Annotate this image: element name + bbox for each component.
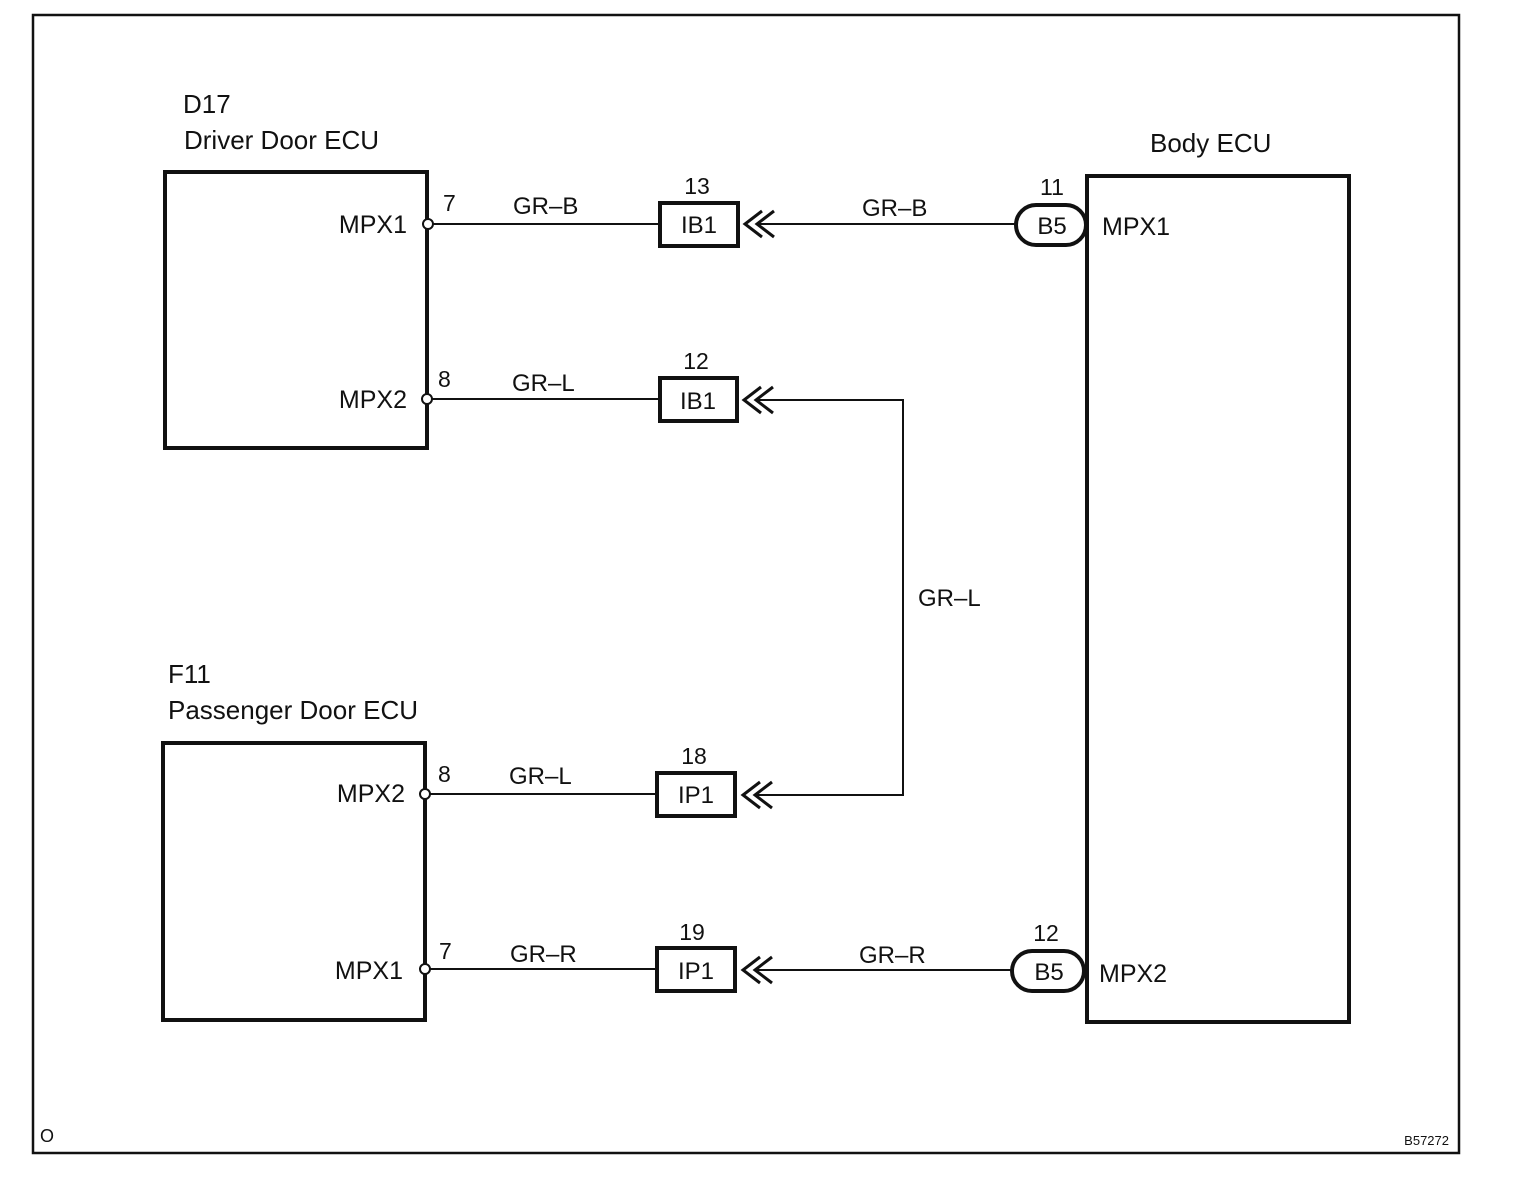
connector-b5-top-label: B5 <box>1037 213 1066 240</box>
connector-b5-bottom-pin: 12 <box>1033 920 1059 946</box>
junction-ib1-pin: 13 <box>684 173 710 199</box>
wire-4-pin-number: 7 <box>439 938 452 964</box>
wire-1-color-right: GR–B <box>862 195 927 222</box>
connector-b5-top-pin: 11 <box>1040 174 1064 200</box>
junction-ib1-box <box>658 201 740 248</box>
body-pin-name-top: MPX1 <box>1102 213 1170 241</box>
junction-ib1-label: IB1 <box>680 388 716 415</box>
body-ecu-box <box>1085 174 1351 1024</box>
driver-pin-name-top: MPX1 <box>339 211 407 239</box>
body-pin-name-bottom: MPX2 <box>1099 960 1167 988</box>
driver-ecu-code: D17 <box>183 89 231 119</box>
passenger-ecu-name: Passenger Door ECU <box>168 695 418 725</box>
driver-ecu-name: Driver Door ECU <box>184 125 379 155</box>
figure-code: B57272 <box>1404 1133 1449 1148</box>
pin-terminal-icon <box>419 788 431 800</box>
wire-2-pin-number: 8 <box>438 366 451 392</box>
driver-pin-name-bottom: MPX2 <box>339 386 407 414</box>
pin-terminal-icon <box>422 218 434 230</box>
junction-ip1-box <box>655 946 737 993</box>
wire-3: 8 GR–L IP1 18 <box>419 743 773 818</box>
wire-4-color-left: GR–R <box>510 941 577 968</box>
junction-ib1-pin: 12 <box>683 348 709 374</box>
passenger-pin-name-top: MPX2 <box>337 780 405 808</box>
junction-ip1-label: IP1 <box>678 958 714 985</box>
junction-ib1-label: IB1 <box>681 212 717 239</box>
passenger-ecu-box <box>161 741 427 1022</box>
junction-ip1-pin: 18 <box>681 743 707 769</box>
junction-ip1-box <box>655 771 737 818</box>
connector-arrow-icon <box>740 780 773 810</box>
junction-ip1-pin: 19 <box>679 919 705 945</box>
wire-4-color-right: GR–R <box>859 942 926 969</box>
corner-mark: O <box>40 1126 54 1146</box>
passenger-ecu-code: F11 <box>168 659 211 689</box>
wire-1-pin-number: 7 <box>443 190 456 216</box>
driver-ecu-box <box>163 170 429 450</box>
body-ecu-name: Body ECU <box>1150 128 1271 158</box>
diagram-frame <box>31 13 1461 1155</box>
passenger-pin-name-bottom: MPX1 <box>335 957 403 985</box>
wire-3-pin-number: 8 <box>438 761 451 787</box>
wire-2: 8 GR–L IB1 12 GR–L <box>421 348 981 796</box>
wire-1: 7 GR–B IB1 13 GR–B B5 11 <box>422 173 1088 248</box>
wire-2-color-left: GR–L <box>512 370 575 397</box>
pin-terminal-icon <box>419 963 431 975</box>
wire-2-color-vertical: GR–L <box>918 585 981 612</box>
junction-ip1-label: IP1 <box>678 782 714 809</box>
wire-4: 7 GR–R IP1 19 GR–R B5 12 <box>419 919 1086 993</box>
wire-1-color-left: GR–B <box>513 193 578 220</box>
wire-3-color-left: GR–L <box>509 763 572 790</box>
connector-b5-top-box <box>1014 203 1088 247</box>
connector-b5-bottom-box <box>1010 949 1086 993</box>
pin-terminal-icon <box>421 393 433 405</box>
junction-ib1-box <box>658 376 739 423</box>
connector-b5-bottom-label: B5 <box>1034 959 1063 986</box>
